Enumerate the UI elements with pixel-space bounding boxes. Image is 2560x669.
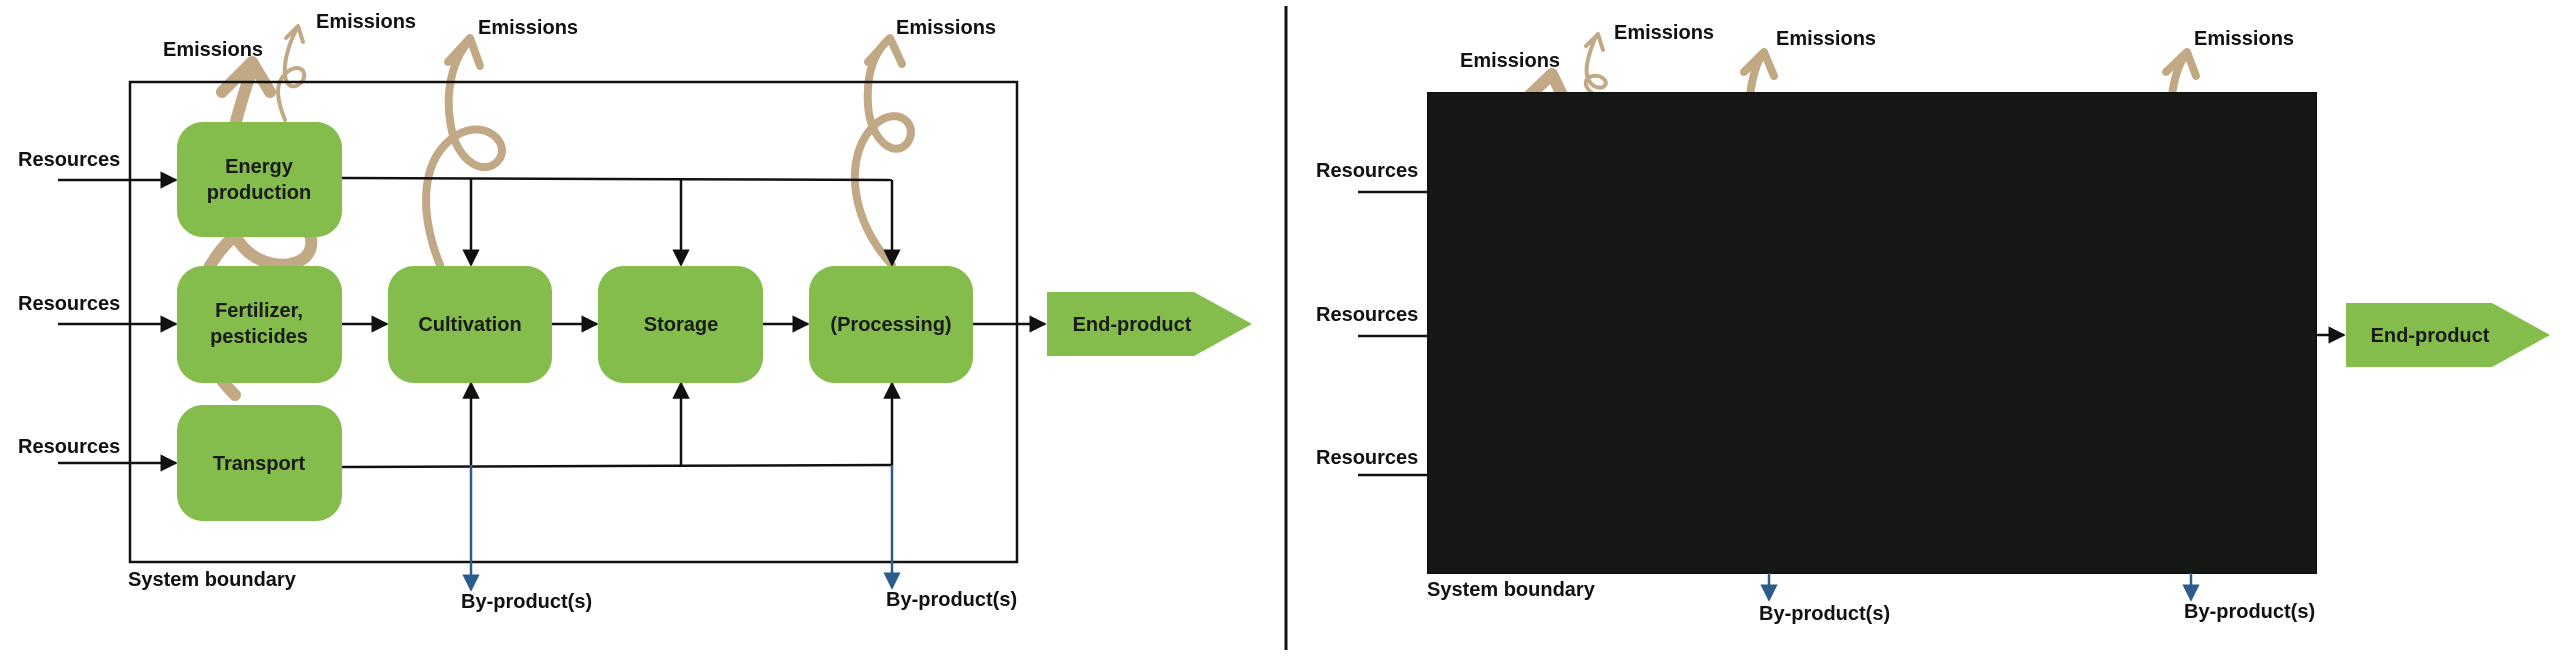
node-energy-label-line2: production	[207, 182, 311, 204]
resources-label-right-2: Resources	[1316, 304, 1418, 326]
node-fertilizer-label-line2: pesticides	[210, 326, 308, 348]
byproduct-label-right-1: By-product(s)	[1759, 603, 1890, 625]
byproduct-label-2: By-product(s)	[886, 589, 1017, 611]
byproduct-lines-right	[1760, 573, 2200, 602]
byproduct-lines-left	[462, 465, 901, 592]
left-panel: System boundary Energy pr	[18, 11, 1252, 613]
end-product-label-left: End-product	[1073, 314, 1192, 336]
emission-plumes-right	[1524, 32, 2200, 101]
end-product-arrow-left: End-product	[1047, 292, 1252, 356]
node-cultivation-label: Cultivation	[418, 314, 521, 336]
resources-label-3: Resources	[18, 436, 120, 458]
emission-plume-thin-head	[284, 24, 305, 44]
emission-plume-right-thin	[1583, 34, 1608, 97]
emission-plume-right-2-head	[1740, 48, 1778, 80]
byproduct-label-1: By-product(s)	[461, 591, 592, 613]
emission-plume-cultivation-head	[444, 34, 484, 70]
node-processing: (Processing)	[809, 266, 973, 383]
node-storage: Storage	[598, 266, 763, 383]
node-transport-label: Transport	[213, 453, 306, 475]
byproduct-label-right-2: By-product(s)	[2184, 601, 2315, 623]
node-transport: Transport	[177, 405, 342, 521]
emission-plume-right-thin-head	[1584, 32, 1605, 52]
resources-label-right-3: Resources	[1316, 447, 1418, 469]
flow-lines-left	[58, 171, 1047, 472]
resources-label-right-1: Resources	[1316, 160, 1418, 182]
emissions-label-right-2: Emissions	[1614, 22, 1714, 44]
emission-plume-processing-head	[864, 34, 906, 68]
system-boundary-label-right: System boundary	[1427, 579, 1596, 601]
node-storage-label: Storage	[644, 314, 718, 336]
node-processing-label: (Processing)	[830, 314, 951, 336]
emissions-label-right-4: Emissions	[2194, 28, 2294, 50]
emission-plume-thin	[276, 28, 307, 122]
emission-plume-right-3-head	[2162, 48, 2200, 80]
node-fertilizer-label-line1: Fertilizer,	[215, 300, 303, 322]
resources-label-1: Resources	[18, 149, 120, 171]
flow-lines-right	[1358, 190, 2346, 477]
emissions-label-right-1: Emissions	[1460, 50, 1560, 72]
system-boundary-box	[128, 80, 1019, 564]
system-boundary-label: System boundary	[128, 569, 297, 591]
emissions-label-3: Emissions	[478, 17, 578, 39]
end-product-label-right: End-product	[2371, 325, 2490, 347]
emissions-label-right-3: Emissions	[1776, 28, 1876, 50]
emission-plume-cultivation	[422, 38, 506, 269]
node-energy-label-line1: Energy	[225, 156, 294, 178]
emission-plume-processing	[850, 36, 915, 269]
right-panel: System boundary End-product Resources Re…	[1316, 22, 2550, 625]
emission-plume-right-1	[1524, 68, 1568, 101]
node-energy-production: Energy production	[177, 122, 342, 237]
resources-label-2: Resources	[18, 293, 120, 315]
emissions-label-1: Emissions	[163, 39, 263, 61]
emissions-label-2: Emissions	[316, 11, 416, 33]
node-fertilizer-pesticides: Fertilizer, pesticides	[177, 266, 342, 383]
emissions-label-4: Emissions	[896, 17, 996, 39]
system-boundary-box-black	[1427, 92, 2317, 574]
node-cultivation: Cultivation	[388, 266, 552, 383]
end-product-arrow-right: End-product	[2346, 303, 2550, 367]
